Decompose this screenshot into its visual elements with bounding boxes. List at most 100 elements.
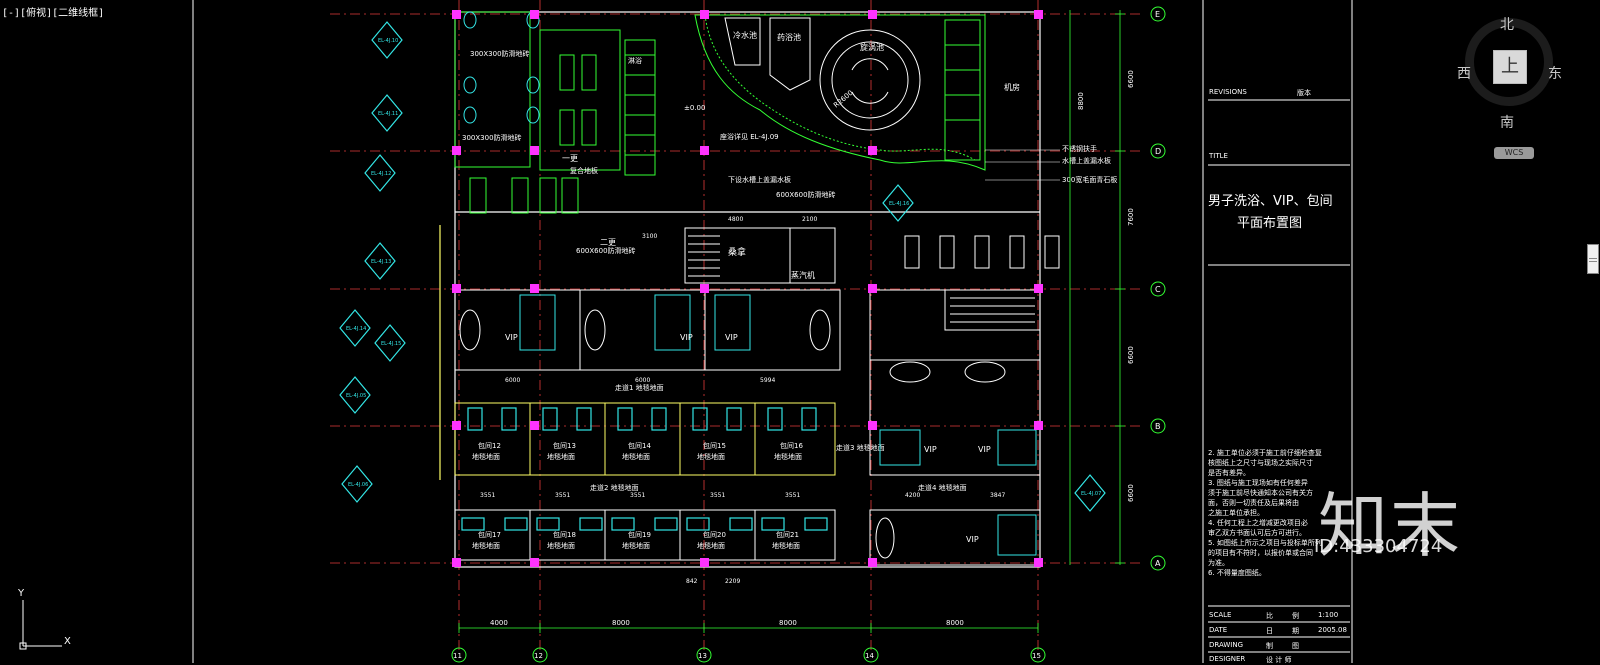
drawing-label: DRAWING [1209, 641, 1244, 649]
designer-label: DESIGNER [1209, 655, 1246, 663]
inner-dim-2: 6000 [635, 377, 650, 384]
corridor4-label: 走道4 地毯地面 [918, 483, 967, 492]
private-rooms-row1 [454, 402, 836, 476]
axis-col-14: 14 [865, 652, 874, 660]
inner-dim-10: 3847 [990, 492, 1005, 499]
room17-floor: 地毯地面 [472, 541, 500, 550]
axis-col-12: 12 [534, 652, 543, 660]
scroll-grip-icon [1589, 258, 1597, 259]
massage-beds-row2 [461, 517, 828, 531]
note-line: 的项目有不符时，以报价单或合同 [1208, 549, 1313, 557]
watermark-id: ID:433304724 [1314, 536, 1443, 557]
inner-dim-7: 3551 [710, 492, 725, 499]
steam-label: 蒸汽机 [791, 270, 815, 280]
note-line: 2. 施工单位必须于施工前仔细检查复 [1208, 449, 1322, 457]
tile-label-upper: 300X300防滑地砖 [470, 49, 530, 58]
lounge-beds [904, 235, 1060, 269]
axis-row-B: B [1155, 422, 1161, 431]
viewcube-compass-ring[interactable] [1465, 18, 1553, 106]
dim-bottom-4: 8000 [946, 619, 964, 627]
tile-label-changing2: 600X600防滑地砖 [576, 246, 636, 255]
inner-dim-12: 2100 [802, 216, 817, 223]
date-cn: 日 [1266, 627, 1273, 635]
inner-dim-5: 3551 [555, 492, 570, 499]
room21-floor: 地毯地面 [772, 541, 800, 550]
inner-dim-3: 5994 [760, 377, 775, 384]
scroll-grip-icon [1589, 261, 1597, 262]
elev-9: EL-4J.16 [889, 201, 909, 207]
note-line: 是否有差异。 [1208, 469, 1250, 477]
elev-5: EL-4J.14 [346, 326, 366, 332]
vertical-scrollbar-thumb[interactable] [1587, 244, 1599, 274]
corridor1-label: 走道1 地毯地面 [615, 383, 664, 392]
inner-dim-11: 4800 [728, 216, 743, 223]
changing-room-zone [454, 11, 656, 214]
drawing-title-line1: 男子洗浴、VIP、包间 [1208, 194, 1333, 209]
scale-value: 1:100 [1318, 611, 1339, 619]
elev-7: EL-4J.05 [346, 393, 366, 399]
machine-room-label: 机房 [1004, 82, 1020, 92]
corridor3-label: 走道3 地毯地面 [836, 443, 885, 452]
scale-label: SCALE [1209, 611, 1232, 619]
vip-label-1: VIP [505, 333, 518, 342]
elev-10: EL-4J.07 [1081, 491, 1101, 497]
room20-label: 包间20 [703, 530, 726, 539]
scale-cn2: 例 [1292, 612, 1299, 620]
viewport-label[interactable]: [-][俯视][二维线框] [2, 8, 105, 19]
inner-dim-13: 3100 [642, 233, 657, 240]
scale-cn: 比 [1266, 612, 1273, 620]
compass-south[interactable]: 南 [1500, 115, 1514, 131]
revisions-label: REVISIONS [1209, 88, 1247, 96]
dim-right-5: 6600 [1127, 484, 1135, 502]
room14-label: 包间14 [628, 441, 651, 450]
room14-floor: 地毯地面 [622, 452, 650, 461]
compass-west[interactable]: 西 [1457, 66, 1471, 82]
axis-row-E: E [1155, 10, 1160, 19]
compass-east[interactable]: 东 [1548, 66, 1562, 82]
note-line: 审乙双方书面认可后方可进行。 [1208, 529, 1306, 537]
axis-row-C: C [1155, 285, 1161, 294]
inner-dim-6: 3551 [630, 492, 645, 499]
axis-col-13: 13 [698, 652, 707, 660]
compass-north[interactable]: 北 [1500, 17, 1514, 33]
leader-lines [985, 149, 1060, 181]
dim-right-1: 6600 [1127, 70, 1135, 88]
drawing-cn: 制 [1266, 642, 1273, 650]
viewcube-top-face[interactable]: 上 [1493, 50, 1527, 84]
room17-label: 包间17 [478, 530, 501, 539]
dim-right-4: 6600 [1127, 346, 1135, 364]
drawing-title-line2: 平面布置图 [1237, 216, 1303, 231]
note-line: 6. 不得量度图纸。 [1208, 569, 1266, 577]
toilet-fixtures [463, 11, 540, 124]
inner-dim-1: 6000 [505, 377, 520, 384]
tile-label-upper-2: 300X300防滑地砖 [462, 133, 522, 142]
inner-dim-9: 4200 [905, 492, 920, 499]
room12-floor: 地毯地面 [472, 452, 500, 461]
bath-detail-label: 座浴详见 EL-4J.09 [720, 132, 779, 141]
inner-dim-8: 3551 [785, 492, 800, 499]
herb-pool-label: 药浴池 [777, 32, 801, 42]
row-axis-bubbles [1150, 6, 1166, 571]
cold-pool-label: 冷水池 [733, 30, 757, 40]
room16-label: 包间16 [780, 441, 803, 450]
elev-6: EL-4J.15 [381, 341, 401, 347]
floor-tile-label-a: 600X600防滑地砖 [776, 190, 836, 199]
room20-floor: 地毯地面 [697, 541, 725, 550]
room15-label: 包间15 [703, 441, 726, 450]
elevation-label: ±0.00 [684, 104, 705, 112]
elev-3: EL-4J.12 [371, 171, 391, 177]
title-label: TITLE [1209, 152, 1228, 160]
pool-area [694, 14, 986, 171]
room18-label: 包间18 [553, 530, 576, 539]
sauna-label: 桑拿 [728, 246, 746, 258]
general-notes: 2. 施工单位必须于施工前仔细检查复 核图纸上之尺寸与现场之实际尺寸 是否有差异… [1208, 448, 1348, 578]
axis-col-15: 15 [1032, 652, 1041, 660]
vip-label-5: VIP [978, 445, 991, 454]
sauna-block [684, 227, 836, 284]
wcs-menu-button[interactable]: WCS [1494, 147, 1534, 159]
vip-label-3: VIP [725, 333, 738, 342]
composite-floor-label: 复合地板 [570, 166, 598, 175]
changing2-label: 二更 [600, 238, 616, 247]
axis-row-D: D [1155, 147, 1161, 156]
